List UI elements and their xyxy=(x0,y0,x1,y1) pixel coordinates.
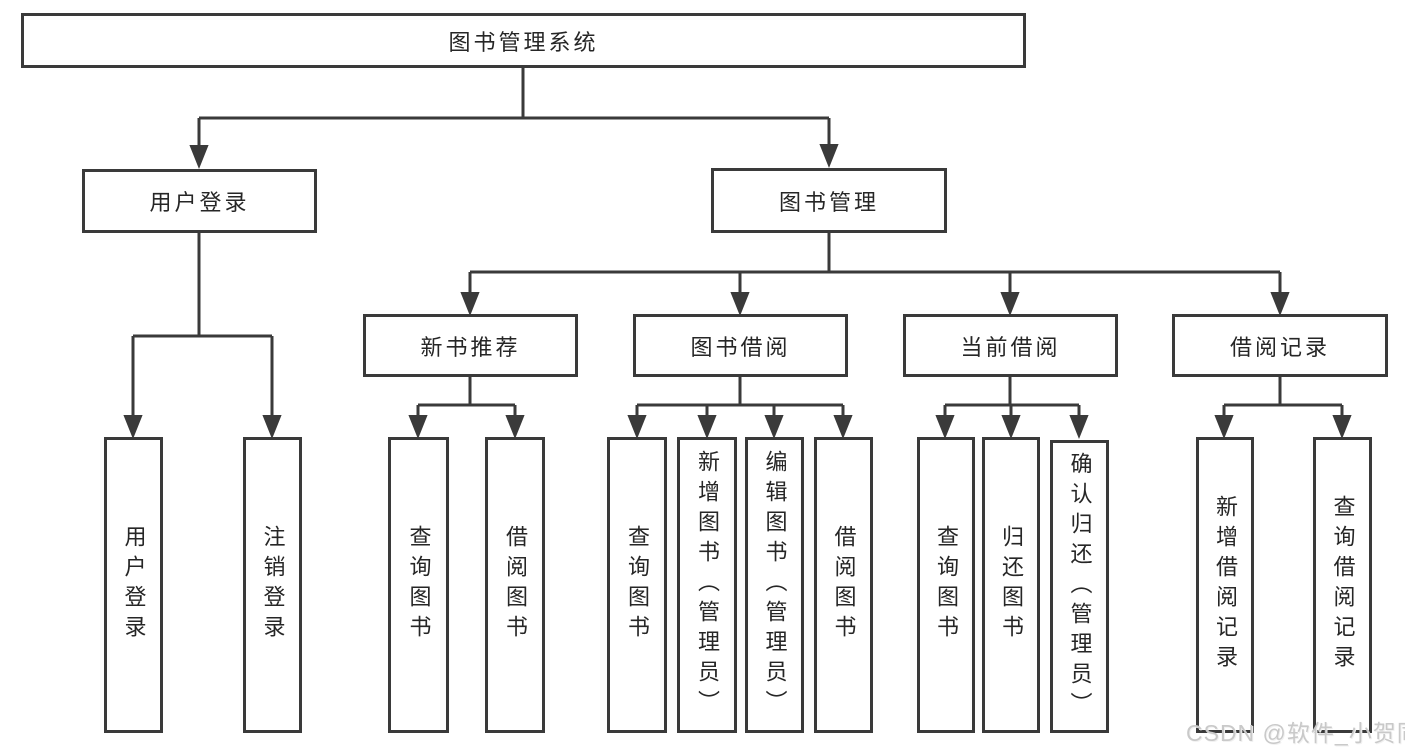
node-label: 图书管理 xyxy=(778,189,879,215)
node-label: 查询图书 xyxy=(934,525,959,645)
node-label: 借阅图书 xyxy=(503,525,528,645)
leaf-query-books-recommend: 查询图书 xyxy=(388,437,449,733)
node-book-borrow: 图书借阅 xyxy=(633,314,848,377)
leaf-user-login: 用户登录 xyxy=(104,437,163,733)
leaf-logout: 注销登录 xyxy=(243,437,302,733)
csdn-watermark: CSDN @软件_小贺同学 xyxy=(1186,720,1405,746)
leaf-confirm-return-admin: 确认归还（管理员） xyxy=(1050,440,1109,733)
leaf-query-books-current: 查询图书 xyxy=(917,437,975,733)
leaf-borrow-books-recommend: 借阅图书 xyxy=(485,437,545,733)
node-book-management: 图书管理 xyxy=(711,168,947,233)
node-root-system: 图书管理系统 xyxy=(21,13,1026,68)
node-current-borrow: 当前借阅 xyxy=(903,314,1118,377)
node-label: 用户登录 xyxy=(121,525,147,645)
leaf-return-books: 归还图书 xyxy=(982,437,1040,733)
node-label: 查询图书 xyxy=(406,525,432,645)
node-label: 确认归还（管理员） xyxy=(1067,451,1093,722)
leaf-add-borrow-record: 新增借阅记录 xyxy=(1196,437,1254,733)
node-label: 新增图书（管理员） xyxy=(695,450,720,720)
node-label: 编辑图书（管理员） xyxy=(762,450,788,720)
node-label: 图书借阅 xyxy=(690,334,791,360)
node-label: 新书推荐 xyxy=(420,334,521,360)
node-user-login: 用户登录 xyxy=(82,169,317,233)
leaf-query-borrow-record: 查询借阅记录 xyxy=(1313,437,1372,733)
node-label: 当前借阅 xyxy=(960,334,1061,360)
node-label: 查询借阅记录 xyxy=(1330,495,1356,675)
leaf-add-books-admin: 新增图书（管理员） xyxy=(677,437,737,733)
node-label: 图书管理系统 xyxy=(448,29,599,55)
node-new-book-recommend: 新书推荐 xyxy=(363,314,578,377)
node-label: 注销登录 xyxy=(260,525,286,645)
leaf-edit-books-admin: 编辑图书（管理员） xyxy=(745,437,804,733)
node-label: 用户登录 xyxy=(149,190,250,215)
node-borrow-records: 借阅记录 xyxy=(1172,314,1388,377)
leaf-query-books-borrow: 查询图书 xyxy=(607,437,667,733)
node-label: 新增借阅记录 xyxy=(1213,495,1238,675)
node-label: 借阅记录 xyxy=(1229,334,1330,360)
node-label: 借阅图书 xyxy=(831,525,857,645)
node-label: 查询图书 xyxy=(625,525,650,645)
leaf-borrow-books: 借阅图书 xyxy=(814,437,873,733)
node-label: 归还图书 xyxy=(999,525,1024,645)
